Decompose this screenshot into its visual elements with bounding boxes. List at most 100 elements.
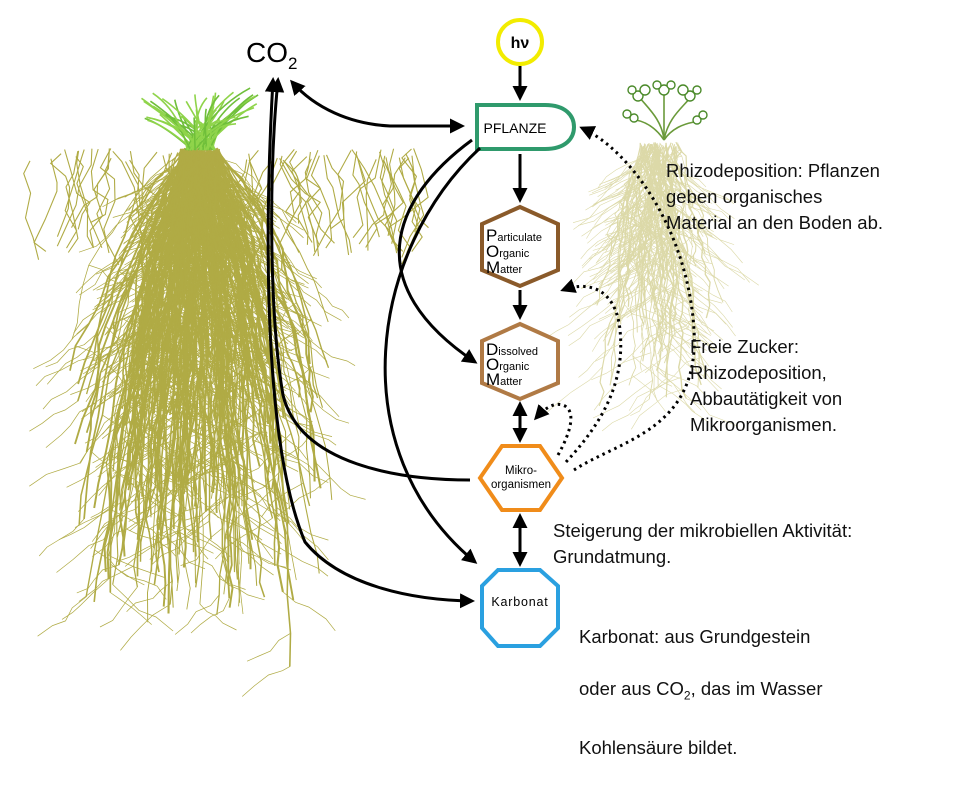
root-branch: [228, 167, 271, 207]
light-label: hν: [511, 35, 530, 52]
root-branch: [588, 156, 644, 193]
root-strand: [90, 148, 109, 224]
light-energy-node[interactable]: hν: [496, 18, 544, 66]
root-branch: [665, 188, 719, 219]
root-branch: [642, 317, 693, 350]
root-branch: [177, 530, 209, 560]
note-rhizodeposition: Rhizodeposition: Pflanzen geben organisc…: [666, 160, 884, 233]
arrow-co2-plant: [290, 79, 465, 134]
pom-text-word-2: atter: [500, 264, 522, 276]
root-branch: [674, 235, 715, 279]
note-carbonate-line3: Kohlensäure bildet.: [579, 736, 738, 758]
root-branch: [190, 170, 245, 200]
microorganisms-node[interactable]: Mikro- organismen: [477, 444, 565, 512]
root-branch: [615, 238, 665, 280]
root-strand: [74, 148, 217, 445]
dom-hexagon-shape: [480, 321, 560, 402]
dom-text-word-1: rganic: [499, 361, 529, 373]
root-strand: [89, 151, 110, 249]
root-strand: [613, 144, 656, 311]
root-branch: [202, 243, 253, 277]
root-branch: [70, 358, 125, 395]
root-branch: [144, 301, 189, 331]
root-branch: [79, 252, 124, 296]
root-branch: [190, 421, 237, 466]
pom-text-word-1: rganic: [499, 248, 529, 260]
root-strand: [108, 149, 195, 556]
root-branch: [594, 265, 644, 305]
root-branch: [196, 247, 250, 288]
root-branch: [216, 427, 263, 457]
dom-text-initial-1: O: [486, 355, 499, 374]
root-strand: [56, 148, 93, 247]
root-branch: [587, 232, 639, 270]
micro-hexagon-shape: [477, 444, 565, 512]
root-branch: [201, 226, 259, 267]
root-branch: [630, 377, 668, 416]
root-strand: [182, 153, 203, 386]
root-branch: [84, 399, 130, 444]
root-branch: [188, 286, 236, 324]
micro-label-line2: organismen: [491, 479, 551, 491]
root-branch: [189, 468, 234, 499]
root-strand: [607, 147, 662, 346]
root-branch: [669, 175, 719, 223]
root-branch: [127, 479, 177, 517]
root-branch: [135, 363, 193, 387]
root-branch: [129, 494, 179, 532]
root-branch: [92, 517, 144, 557]
root-branch: [655, 254, 694, 295]
root-branch: [623, 254, 668, 299]
root-branch: [642, 278, 704, 314]
root-branch: [649, 334, 700, 374]
root-branch: [92, 272, 138, 311]
root-branch: [113, 389, 156, 433]
root-branch: [589, 252, 640, 277]
root-branch: [604, 238, 649, 265]
root-strand: [177, 150, 191, 420]
root-strand: [189, 151, 220, 493]
root-branch: [132, 162, 188, 201]
root-strand: [365, 159, 377, 251]
root-branch: [138, 347, 188, 389]
pom-text-initial-1: O: [486, 242, 499, 261]
root-strand: [137, 153, 193, 427]
root-branch: [637, 235, 674, 270]
plant-node[interactable]: PFLANZE: [475, 103, 577, 151]
root-branch: [694, 216, 743, 264]
root-branch: [651, 357, 702, 393]
root-branch: [657, 366, 702, 411]
root-branch: [684, 173, 735, 205]
root-branch: [191, 214, 250, 265]
arrow-micro-to-dom-dotted: [533, 402, 573, 456]
carbonate-node[interactable]: Karbonat: [480, 568, 560, 648]
root-branch: [145, 206, 198, 240]
root-branch: [673, 204, 718, 241]
root-branch: [159, 295, 207, 322]
root-branch: [167, 462, 215, 495]
root-strand: [182, 151, 212, 332]
micro-label-line1: Mikro-: [505, 465, 537, 477]
root-branch: [76, 564, 119, 594]
root-branch: [218, 277, 255, 324]
root-branch: [75, 345, 124, 384]
root-branch: [680, 345, 722, 390]
root-branch: [628, 155, 682, 187]
root-branch: [631, 389, 682, 430]
root-branch: [614, 216, 670, 246]
root-strand: [214, 152, 243, 607]
root-strand: [638, 147, 670, 266]
root-branch: [135, 406, 187, 454]
root-branch: [693, 289, 733, 328]
root-branch: [611, 257, 656, 297]
root-branch: [637, 155, 685, 186]
root-branch: [187, 158, 231, 193]
note-carbonate: Karbonat: aus Grundgestein oder aus CO2,…: [579, 598, 823, 787]
root-branch: [660, 307, 715, 351]
root-branch: [158, 172, 198, 209]
root-branch: [184, 527, 229, 563]
root-branch: [594, 324, 645, 361]
